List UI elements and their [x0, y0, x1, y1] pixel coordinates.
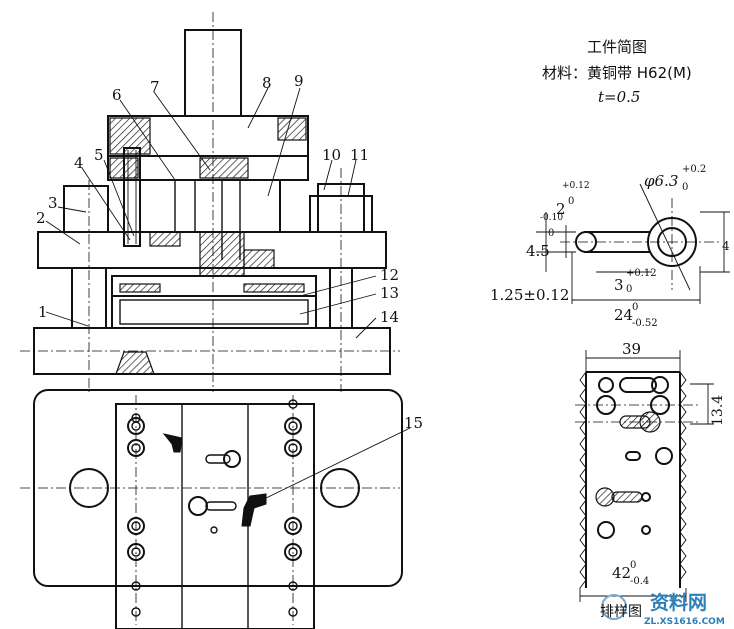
workpiece-material: 材料：黄铜带 H62(M) — [542, 64, 692, 82]
strip-dim-42: 42 — [612, 564, 631, 582]
screw-5 — [123, 147, 141, 247]
part-label-12: 12 — [380, 266, 399, 284]
svg-text:0: 0 — [682, 182, 688, 193]
dim-1-25: 1.25±0.12 — [490, 286, 569, 304]
stripper-block — [139, 179, 281, 233]
svg-text:-0.4: -0.4 — [630, 576, 649, 587]
plan-holes-left — [127, 413, 145, 617]
part-label-3: 3 — [48, 194, 58, 212]
dim-24: 24 — [614, 306, 633, 324]
watermark-logo-text: 资料网 — [650, 591, 707, 614]
front-view — [20, 12, 400, 392]
part-label-9: 9 — [294, 72, 304, 90]
svg-text:-0.10: -0.10 — [540, 213, 563, 223]
svg-text:0: 0 — [626, 284, 632, 295]
svg-text:0: 0 — [548, 228, 554, 239]
svg-text:+0.12: +0.12 — [626, 268, 657, 279]
die-backing-13 — [111, 295, 317, 329]
part-label-1: 1 — [38, 303, 48, 321]
workpiece-sketch: 工件简图 材料：黄铜带 H62(M) t=0.5 φ6.3 +0.2 0 4.5… — [490, 38, 730, 329]
part-label-11: 11 — [350, 146, 369, 164]
part-label-4: 4 — [74, 154, 84, 172]
plan-holes-right — [284, 399, 302, 617]
leader-lines — [45, 87, 411, 501]
strip-dim-39: 39 — [622, 340, 641, 358]
dim-dia: φ6.3 — [644, 172, 678, 190]
part-label-14: 14 — [380, 308, 399, 326]
part-label-8: 8 — [262, 74, 272, 92]
svg-text:+0.2: +0.2 — [682, 164, 706, 175]
svg-text:0: 0 — [632, 302, 638, 313]
upper-die-plate-2 — [37, 231, 387, 269]
part-label-15: 15 — [404, 414, 423, 432]
part-label-5: 5 — [94, 146, 104, 164]
strip-layout: 39 13.4 42 0 -0.4 — [575, 340, 726, 602]
dim-cut-right: 4 — [722, 239, 730, 253]
dim-4-5: 4.5 — [526, 242, 550, 260]
part-label-13: 13 — [380, 284, 399, 302]
part-label-6: 6 — [112, 86, 122, 104]
svg-text:-0.52: -0.52 — [632, 318, 658, 329]
part-number-labels: 1 2 3 4 5 6 7 8 9 10 11 12 13 14 15 — [36, 72, 423, 432]
part-label-2: 2 — [36, 209, 46, 227]
part-label-10: 10 — [322, 146, 341, 164]
workpiece-title: 工件简图 — [587, 38, 647, 56]
watermark-badge: 排样图 — [600, 604, 642, 620]
plan-punches — [162, 433, 267, 534]
strip-dim-13-4: 13.4 — [710, 395, 726, 426]
die-plate-plan — [115, 403, 315, 629]
watermark-url: ZL.XS1616.COM — [644, 617, 725, 627]
svg-text:+0.12: +0.12 — [562, 181, 590, 191]
dim-3: 3 — [614, 276, 624, 294]
dim-2: 2 — [556, 200, 566, 218]
watermark-logo: 排样图 资料网 ZL.XS1616.COM — [600, 591, 725, 627]
part-label-7: 7 — [150, 78, 160, 96]
svg-text:0: 0 — [568, 196, 574, 207]
plan-view — [20, 389, 403, 629]
workpiece-thickness: t=0.5 — [598, 88, 640, 106]
svg-text:0: 0 — [630, 560, 636, 571]
